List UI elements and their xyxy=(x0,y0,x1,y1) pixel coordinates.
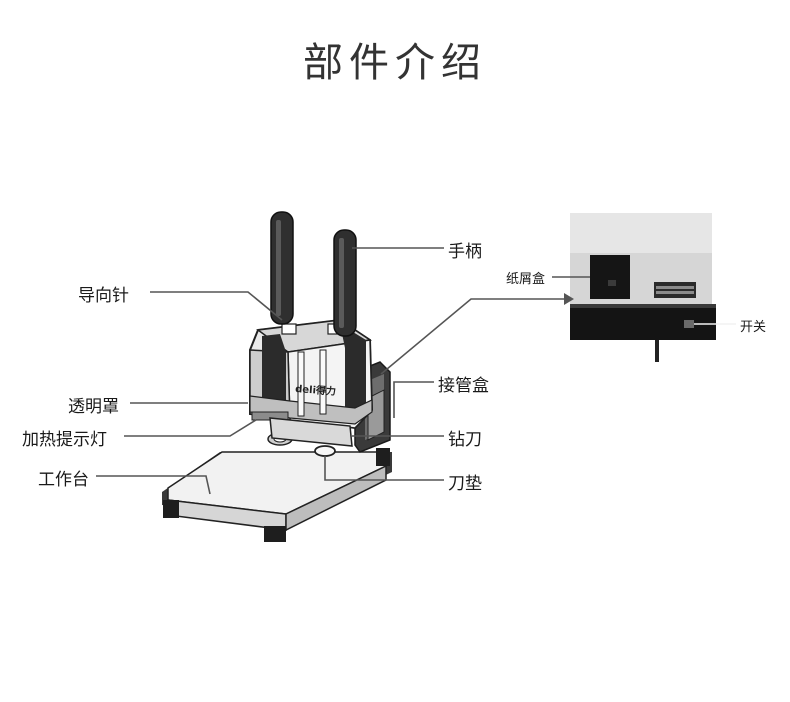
label-drill-blade: 钻刀 xyxy=(448,430,482,450)
tube-box-arrow xyxy=(564,293,574,305)
label-tube-box: 接管盒 xyxy=(438,376,489,396)
label-guide-pin: 导向针 xyxy=(78,286,129,306)
worktable xyxy=(162,448,392,542)
scrap-box xyxy=(590,255,630,299)
brand-mark: deli得力 xyxy=(295,382,337,398)
machine-body xyxy=(249,318,391,453)
label-heating-indicator: 加热提示灯 xyxy=(22,430,107,450)
leader-lines xyxy=(96,247,736,495)
label-switch: 开关 xyxy=(740,320,767,335)
page-title: 部件介绍 xyxy=(303,40,487,86)
label-scrap-box: 纸屑盒 xyxy=(506,272,546,287)
label-transparent-cover: 透明罩 xyxy=(68,397,119,417)
label-handle: 手柄 xyxy=(448,242,482,262)
binding-machine xyxy=(162,211,392,542)
switch xyxy=(684,320,694,328)
inset-photo xyxy=(570,213,716,362)
handles xyxy=(270,211,357,337)
label-blade-pad: 刀垫 xyxy=(448,474,482,494)
label-worktable: 工作台 xyxy=(38,470,89,490)
blade-pad xyxy=(314,445,336,457)
